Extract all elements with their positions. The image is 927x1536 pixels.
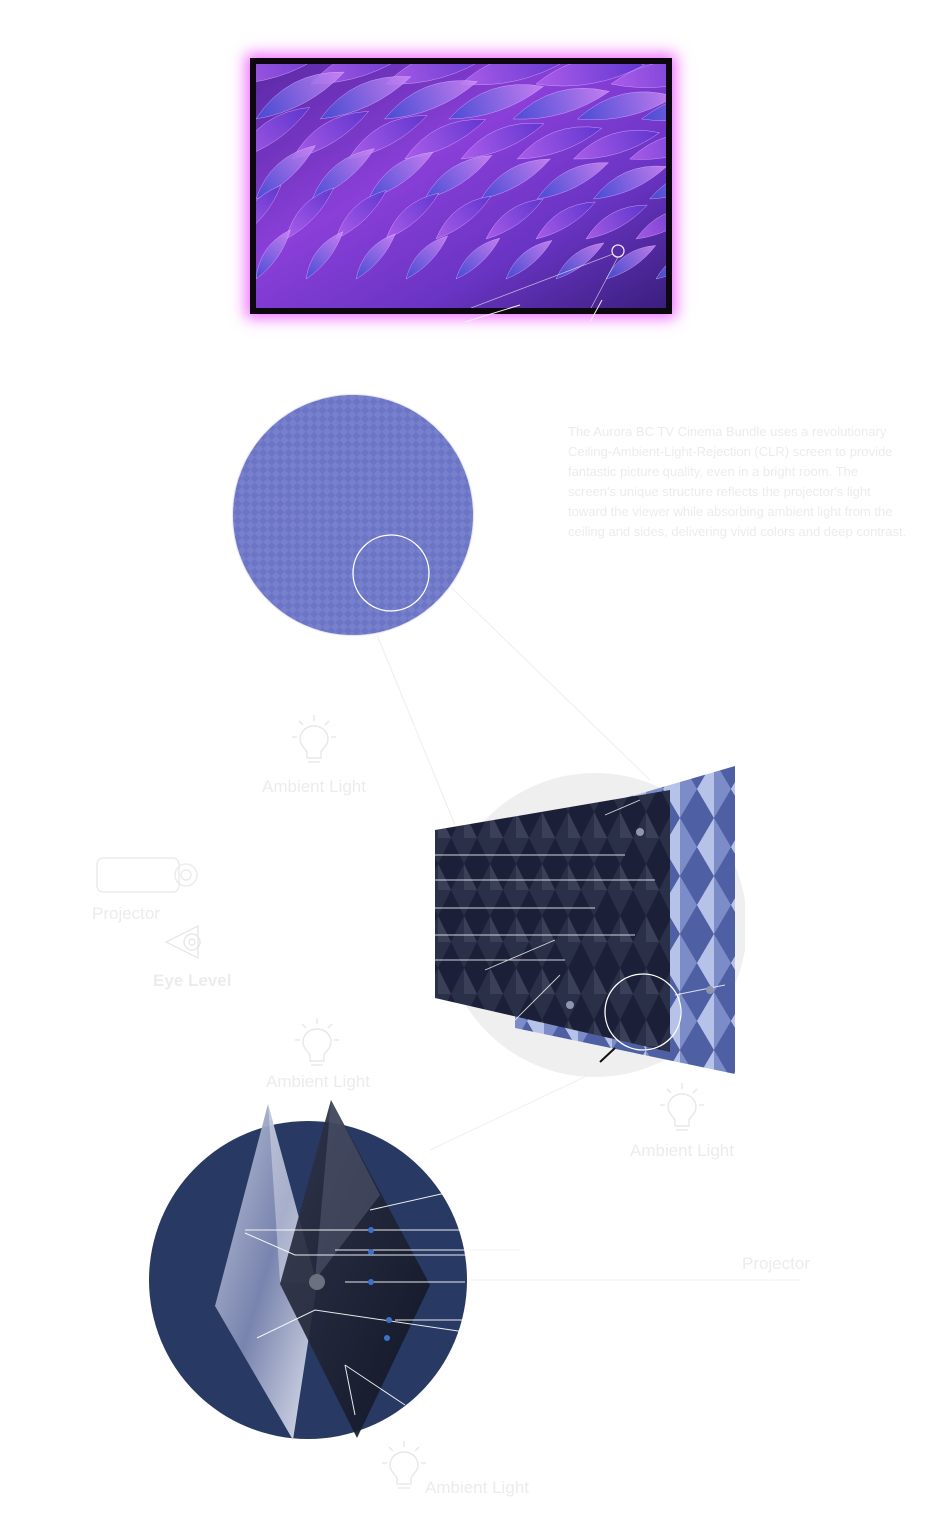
feather: [256, 229, 291, 280]
screen-surface-zoom: [231, 393, 475, 637]
zoom-ring: [352, 534, 430, 612]
feather: [319, 76, 412, 120]
feather: [455, 237, 501, 280]
feather: [256, 64, 339, 85]
feather: [448, 84, 544, 120]
feather: [384, 80, 478, 120]
feather: [460, 122, 545, 160]
feather: [256, 107, 311, 160]
projector-label-left: Projector: [92, 904, 161, 923]
feather: [480, 158, 551, 200]
feather: [435, 195, 492, 240]
feather: [593, 165, 666, 200]
feather: [256, 71, 345, 120]
feather: [460, 64, 569, 86]
feather: [311, 148, 375, 200]
lightbulb-icon: [660, 1083, 704, 1131]
feather: [516, 126, 603, 160]
eye-level-label: Eye Level: [153, 971, 232, 990]
feather: [635, 208, 666, 240]
feather: [405, 235, 449, 280]
feather: [485, 198, 544, 240]
eye-icon: [164, 924, 201, 960]
ambient-light-label-right: Ambient Light: [630, 1141, 734, 1160]
ambient-light-label-1: Ambient Light: [262, 777, 366, 796]
screen-structure-panel: [435, 766, 745, 1077]
description-text: The Aurora BC TV Cinema Bundle uses a re…: [568, 424, 907, 539]
lightbulb-icon: [292, 715, 336, 763]
feather: [585, 204, 648, 240]
lightbulb-icon: [382, 1441, 426, 1489]
feather: [576, 91, 666, 120]
feather: [305, 231, 344, 280]
feather: [536, 162, 609, 200]
ambient-light-label-2: Ambient Light: [266, 1072, 370, 1091]
feather: [535, 201, 596, 240]
feather: [610, 64, 666, 88]
ambient-light-label-bottom: Ambient Light: [425, 1478, 529, 1497]
lightbulb-icon: [295, 1018, 339, 1066]
feather: [505, 240, 553, 280]
tv-screen: [250, 58, 672, 314]
projector-label-right: Projector: [742, 1254, 811, 1273]
projector-icon: [96, 857, 198, 893]
feather: [285, 187, 335, 240]
feather: [424, 155, 493, 200]
feather: [573, 130, 661, 160]
feather: [535, 64, 645, 87]
feather: [348, 115, 428, 160]
feather: [256, 185, 282, 240]
feather: [368, 151, 434, 200]
feather: [512, 88, 610, 120]
zoom-ring: [604, 973, 682, 1051]
feather: [335, 190, 387, 240]
feather: [355, 233, 396, 280]
feather: [629, 133, 666, 160]
feather: [555, 242, 605, 280]
feather: [605, 245, 657, 280]
cross-section-diagram: [149, 1100, 467, 1440]
feather-image: [256, 64, 666, 308]
feather: [385, 64, 493, 85]
